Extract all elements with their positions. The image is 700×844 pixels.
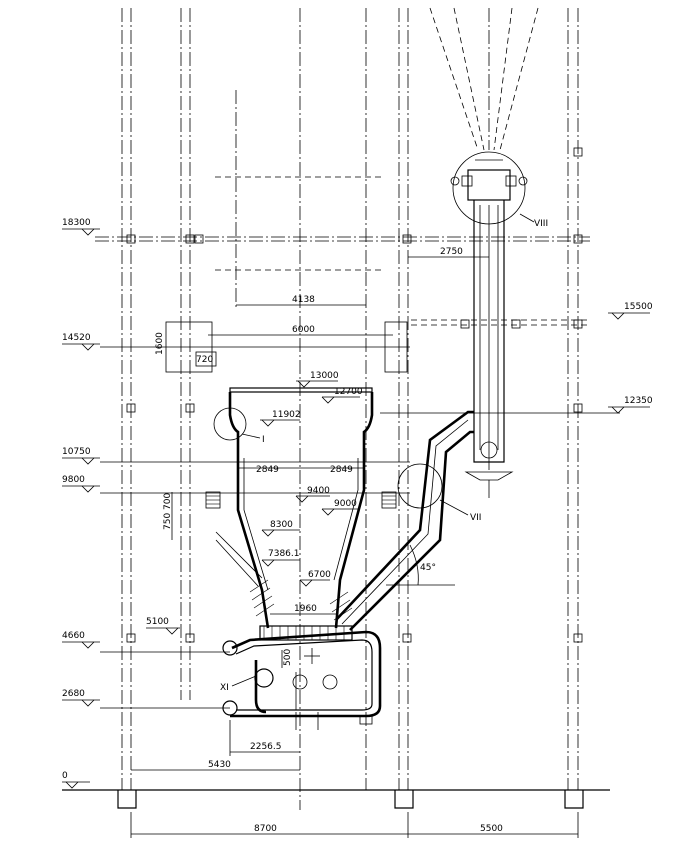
bottom-dimensions: 2256.5 5430 8700 5500 [130, 720, 579, 838]
svg-text:2256.5: 2256.5 [250, 742, 282, 752]
elev-7386: 7386.1 [268, 549, 300, 559]
elev-9000: 9000 [334, 499, 357, 509]
elev-5100: 5100 [146, 617, 169, 627]
elev-9400: 9400 [307, 486, 330, 496]
elev-18300: 18300 [62, 218, 91, 228]
svg-text:5430: 5430 [208, 760, 231, 770]
detail-VII: VII [470, 513, 481, 523]
elev-4660: 4660 [62, 631, 85, 641]
elevation-markers-left: 18300 14520 10750 9800 5100 4660 2680 0 [62, 218, 180, 789]
detail-VIII: VIII [534, 219, 548, 229]
cyclone-top-cone [429, 7, 539, 151]
svg-text:6000: 6000 [292, 325, 315, 335]
elev-11902: 11902 [272, 410, 301, 420]
elev-6700: 6700 [308, 570, 331, 580]
svg-text:500: 500 [283, 649, 293, 666]
svg-text:8700: 8700 [254, 824, 277, 834]
svg-text:5500: 5500 [480, 824, 503, 834]
elev-0: 0 [62, 771, 68, 781]
bolt-marks [126, 147, 583, 643]
column-bases [117, 790, 584, 809]
elevation-markers-right: 15500 12350 [608, 302, 653, 414]
svg-text:2750: 2750 [440, 247, 463, 257]
dimension-2750: 2750 [408, 247, 489, 258]
svg-text:1600: 1600 [155, 332, 165, 355]
svg-text:2849: 2849 [256, 465, 279, 475]
elev-12350: 12350 [624, 396, 653, 406]
column-grid [121, 8, 579, 810]
svg-text:2849: 2849 [330, 465, 353, 475]
elev-8300: 8300 [270, 520, 293, 530]
furnace-upper: 4138 6000 1600 720 I [155, 295, 408, 455]
elev-14520: 14520 [62, 333, 91, 343]
inclined-duct: VII 45° [335, 410, 481, 631]
elev-13000: 13000 [310, 371, 339, 381]
bottom-airbox: XI 500 [220, 625, 382, 730]
elev-15500: 15500 [624, 302, 653, 312]
cyclone-standpipe: VIII [450, 151, 548, 498]
angle-45: 45° [420, 563, 436, 573]
svg-text:750 700: 750 700 [163, 493, 173, 530]
svg-text:4138: 4138 [292, 295, 315, 305]
elev-9800: 9800 [62, 475, 85, 485]
furnace-taper: 2849 2849 750 700 1960 [163, 455, 397, 629]
elev-2680: 2680 [62, 689, 85, 699]
svg-text:720: 720 [196, 355, 213, 365]
elev-10750: 10750 [62, 447, 91, 457]
detail-I: I [262, 435, 265, 445]
beam-lines [62, 176, 620, 791]
svg-text:1960: 1960 [294, 604, 317, 614]
detail-XI: XI [220, 683, 229, 693]
